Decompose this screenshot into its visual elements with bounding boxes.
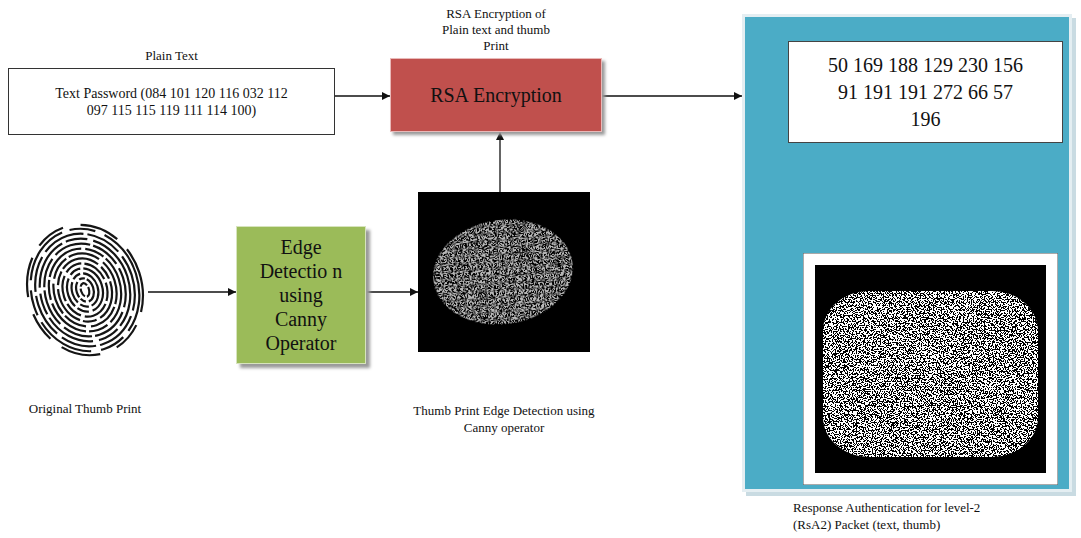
process-label: RSA Encryption xyxy=(430,83,562,107)
cipher-numbers: 50 169 188 129 230 156 91 191 191 272 66… xyxy=(821,52,1030,133)
caption-label: Thumb Print Edge Detection using Canny o… xyxy=(404,402,604,436)
caption-label: Original Thumb Print xyxy=(5,400,165,417)
heading-label: RSA Encryption of Plain text and thumb P… xyxy=(435,6,557,54)
edge-image-box: Thumb Print Edge Detection using Canny o… xyxy=(418,192,590,352)
process-label: Edge Detectio n using Canny Operator xyxy=(255,235,347,355)
plain-text-box: Plain TextText Password (084 101 120 116… xyxy=(8,68,335,135)
flow-arrow xyxy=(499,132,500,192)
flow-arrow xyxy=(602,95,742,96)
flow-arrow xyxy=(335,95,390,96)
heading-label: Plain Text xyxy=(92,48,252,64)
cipher-text-box: 50 169 188 129 230 156 91 191 191 272 66… xyxy=(788,41,1063,143)
password-text: Text Password (084 101 120 116 032 112 0… xyxy=(49,85,294,119)
edge-detection-box: Edge Detectio n using Canny Operator xyxy=(236,226,366,364)
packet-thumb-image xyxy=(803,253,1058,485)
rsa-encryption-box: RSA Encryption of Plain text and thumb P… xyxy=(390,58,602,132)
fingerprint-drawing xyxy=(10,210,159,371)
flow-arrow xyxy=(148,291,236,292)
edge-detected-print xyxy=(418,192,588,350)
caption-label: Response Authentication for level-2 (RsA… xyxy=(793,499,1003,533)
thumb-print-image: Original Thumb Print xyxy=(22,222,148,358)
packet-panel: Response Authentication for level-2 (RsA… xyxy=(742,14,1072,492)
flow-arrow xyxy=(366,291,418,292)
